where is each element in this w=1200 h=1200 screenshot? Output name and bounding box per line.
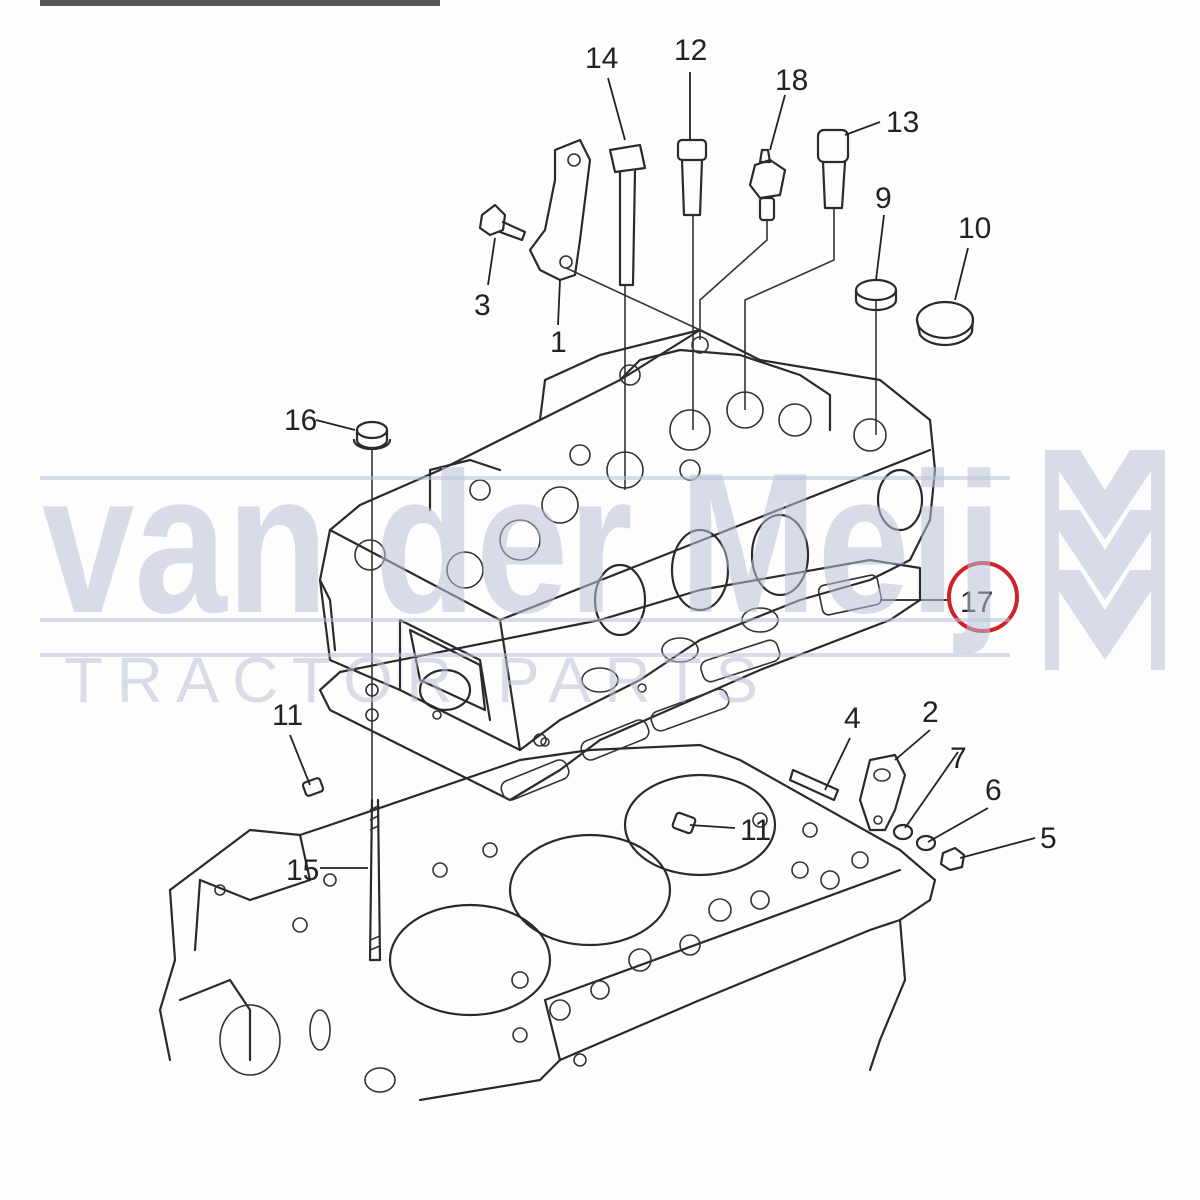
dowel-pin-left (301, 777, 325, 797)
expansion-plug (915, 300, 975, 347)
watermark-chevron-logo (1045, 450, 1165, 670)
callout-9: 9 (875, 182, 892, 215)
callout-6: 6 (985, 774, 1002, 807)
temperature-sensor (748, 148, 787, 222)
watermark-tagline: TRACTOR PARTS (64, 644, 804, 716)
highlight-circle (947, 561, 1019, 633)
callout-4: 4 (844, 702, 861, 735)
callout-15: 15 (286, 854, 319, 887)
callout-labels: 14 12 18 13 9 10 3 1 16 17 11 4 2 7 6 5 … (272, 34, 1057, 887)
spring-washer (915, 834, 937, 852)
leader-lines (289, 72, 1036, 869)
callout-18: 18 (775, 64, 808, 97)
dowel-pin-right (671, 811, 697, 835)
lifting-bracket (858, 753, 907, 832)
engine-block (158, 743, 937, 1102)
callout-3: 3 (474, 289, 491, 322)
callout-10: 10 (958, 212, 991, 245)
callout-11-right: 11 (740, 814, 771, 847)
watermark: van der Meij TRACTOR PARTS (40, 432, 1165, 716)
callout-2: 2 (922, 696, 939, 729)
callout-12: 12 (674, 34, 707, 67)
bracket-bolt (478, 203, 527, 242)
hook-bracket (528, 138, 592, 282)
callout-1: 1 (550, 326, 567, 359)
watermark-brand: van der Meij (42, 432, 1002, 655)
callout-7: 7 (950, 742, 967, 775)
callout-14: 14 (585, 42, 618, 75)
nozzle-sleeve (816, 128, 850, 210)
callout-11-left: 11 (272, 699, 303, 732)
callout-13: 13 (886, 106, 919, 139)
injector-sleeve (676, 138, 708, 217)
flange-nut (352, 420, 392, 451)
stud (788, 768, 840, 802)
stud-bolt (368, 798, 382, 962)
plain-washer (892, 823, 914, 841)
hex-nut (939, 846, 966, 872)
scan-edge-artifact (40, 0, 440, 6)
callout-5: 5 (1040, 822, 1057, 855)
head-bolt (608, 143, 647, 287)
callout-17: 17 (960, 586, 993, 619)
callout-16: 16 (284, 404, 317, 437)
